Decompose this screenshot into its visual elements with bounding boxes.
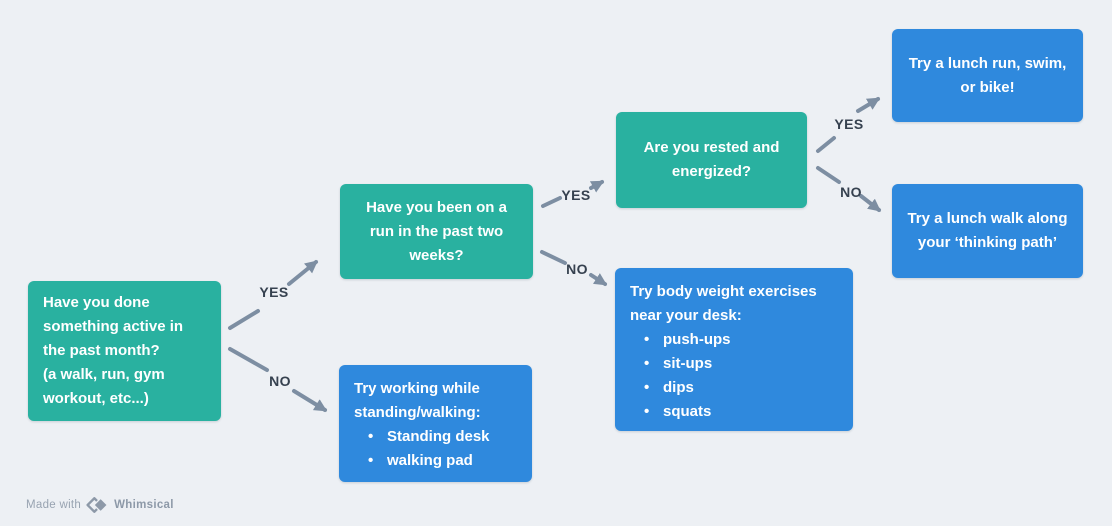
edge-yes-3-segment (816, 136, 836, 153)
node-text: Try a lunch run, swim, or bike! (908, 54, 1067, 96)
edge-yes-3-arrow (856, 97, 881, 113)
edge-label-no-1: NO (269, 373, 291, 389)
bullet-item: squats (644, 400, 838, 424)
node-text: Try a lunch walk along your ‘thinking pa… (907, 210, 1068, 251)
node-lunch-run[interactable]: Try a lunch run, swim, or bike! (892, 29, 1083, 122)
node-standing-walking[interactable]: Try working while standing/walking: Stan… (339, 365, 532, 482)
edge-no-1-arrow (292, 389, 328, 412)
bullet-item: walking pad (368, 449, 517, 473)
edge-label-yes-3: YES (834, 116, 864, 132)
edge-label-no-3: NO (840, 184, 862, 200)
edge-no-1-segment (228, 347, 269, 372)
whimsical-logo-icon (86, 497, 109, 513)
node-active-month[interactable]: Have you done something active in the pa… (28, 281, 221, 421)
bullet-item: push-ups (644, 328, 838, 352)
edge-no-3-arrow (859, 194, 882, 212)
bullet-item: sit-ups (644, 352, 838, 376)
edge-yes-2-segment (541, 196, 562, 208)
node-title: Try working while standing/walking: (354, 380, 481, 421)
edge-yes-1-arrow (287, 260, 318, 286)
whimsical-wordmark: Whimsical (114, 499, 174, 511)
edge-label-yes-1: YES (259, 284, 289, 300)
edge-yes-2-arrow (589, 180, 605, 193)
bullet-list: Standing desk walking pad (354, 425, 517, 473)
made-with-label: Made with (26, 499, 82, 511)
edge-no-2-arrow (589, 273, 608, 286)
edge-label-no-2: NO (566, 261, 588, 277)
node-text: Have you done something active in the pa… (43, 294, 184, 407)
bullet-item: Standing desk (368, 425, 517, 449)
whimsical-badge[interactable]: Made with Whimsical (26, 495, 174, 515)
bullet-list: push-ups sit-ups dips squats (630, 328, 838, 424)
node-text: Have you been on a run in the past two w… (366, 198, 507, 264)
node-run-two-weeks[interactable]: Have you been on a run in the past two w… (340, 184, 533, 279)
node-rested-energized[interactable]: Are you rested and energized? (616, 112, 807, 208)
node-lunch-walk[interactable]: Try a lunch walk along your ‘thinking pa… (892, 184, 1083, 278)
edge-no-3-segment (816, 166, 841, 184)
edge-label-yes-2: YES (561, 187, 591, 203)
bullet-item: dips (644, 376, 838, 400)
node-text: Are you rested and energized? (643, 139, 780, 180)
edge-no-2-segment (540, 250, 567, 265)
node-body-weight[interactable]: Try body weight exercises near your desk… (615, 268, 853, 431)
edge-yes-1-segment (228, 309, 260, 330)
node-title: Try body weight exercises near your desk… (630, 283, 817, 324)
